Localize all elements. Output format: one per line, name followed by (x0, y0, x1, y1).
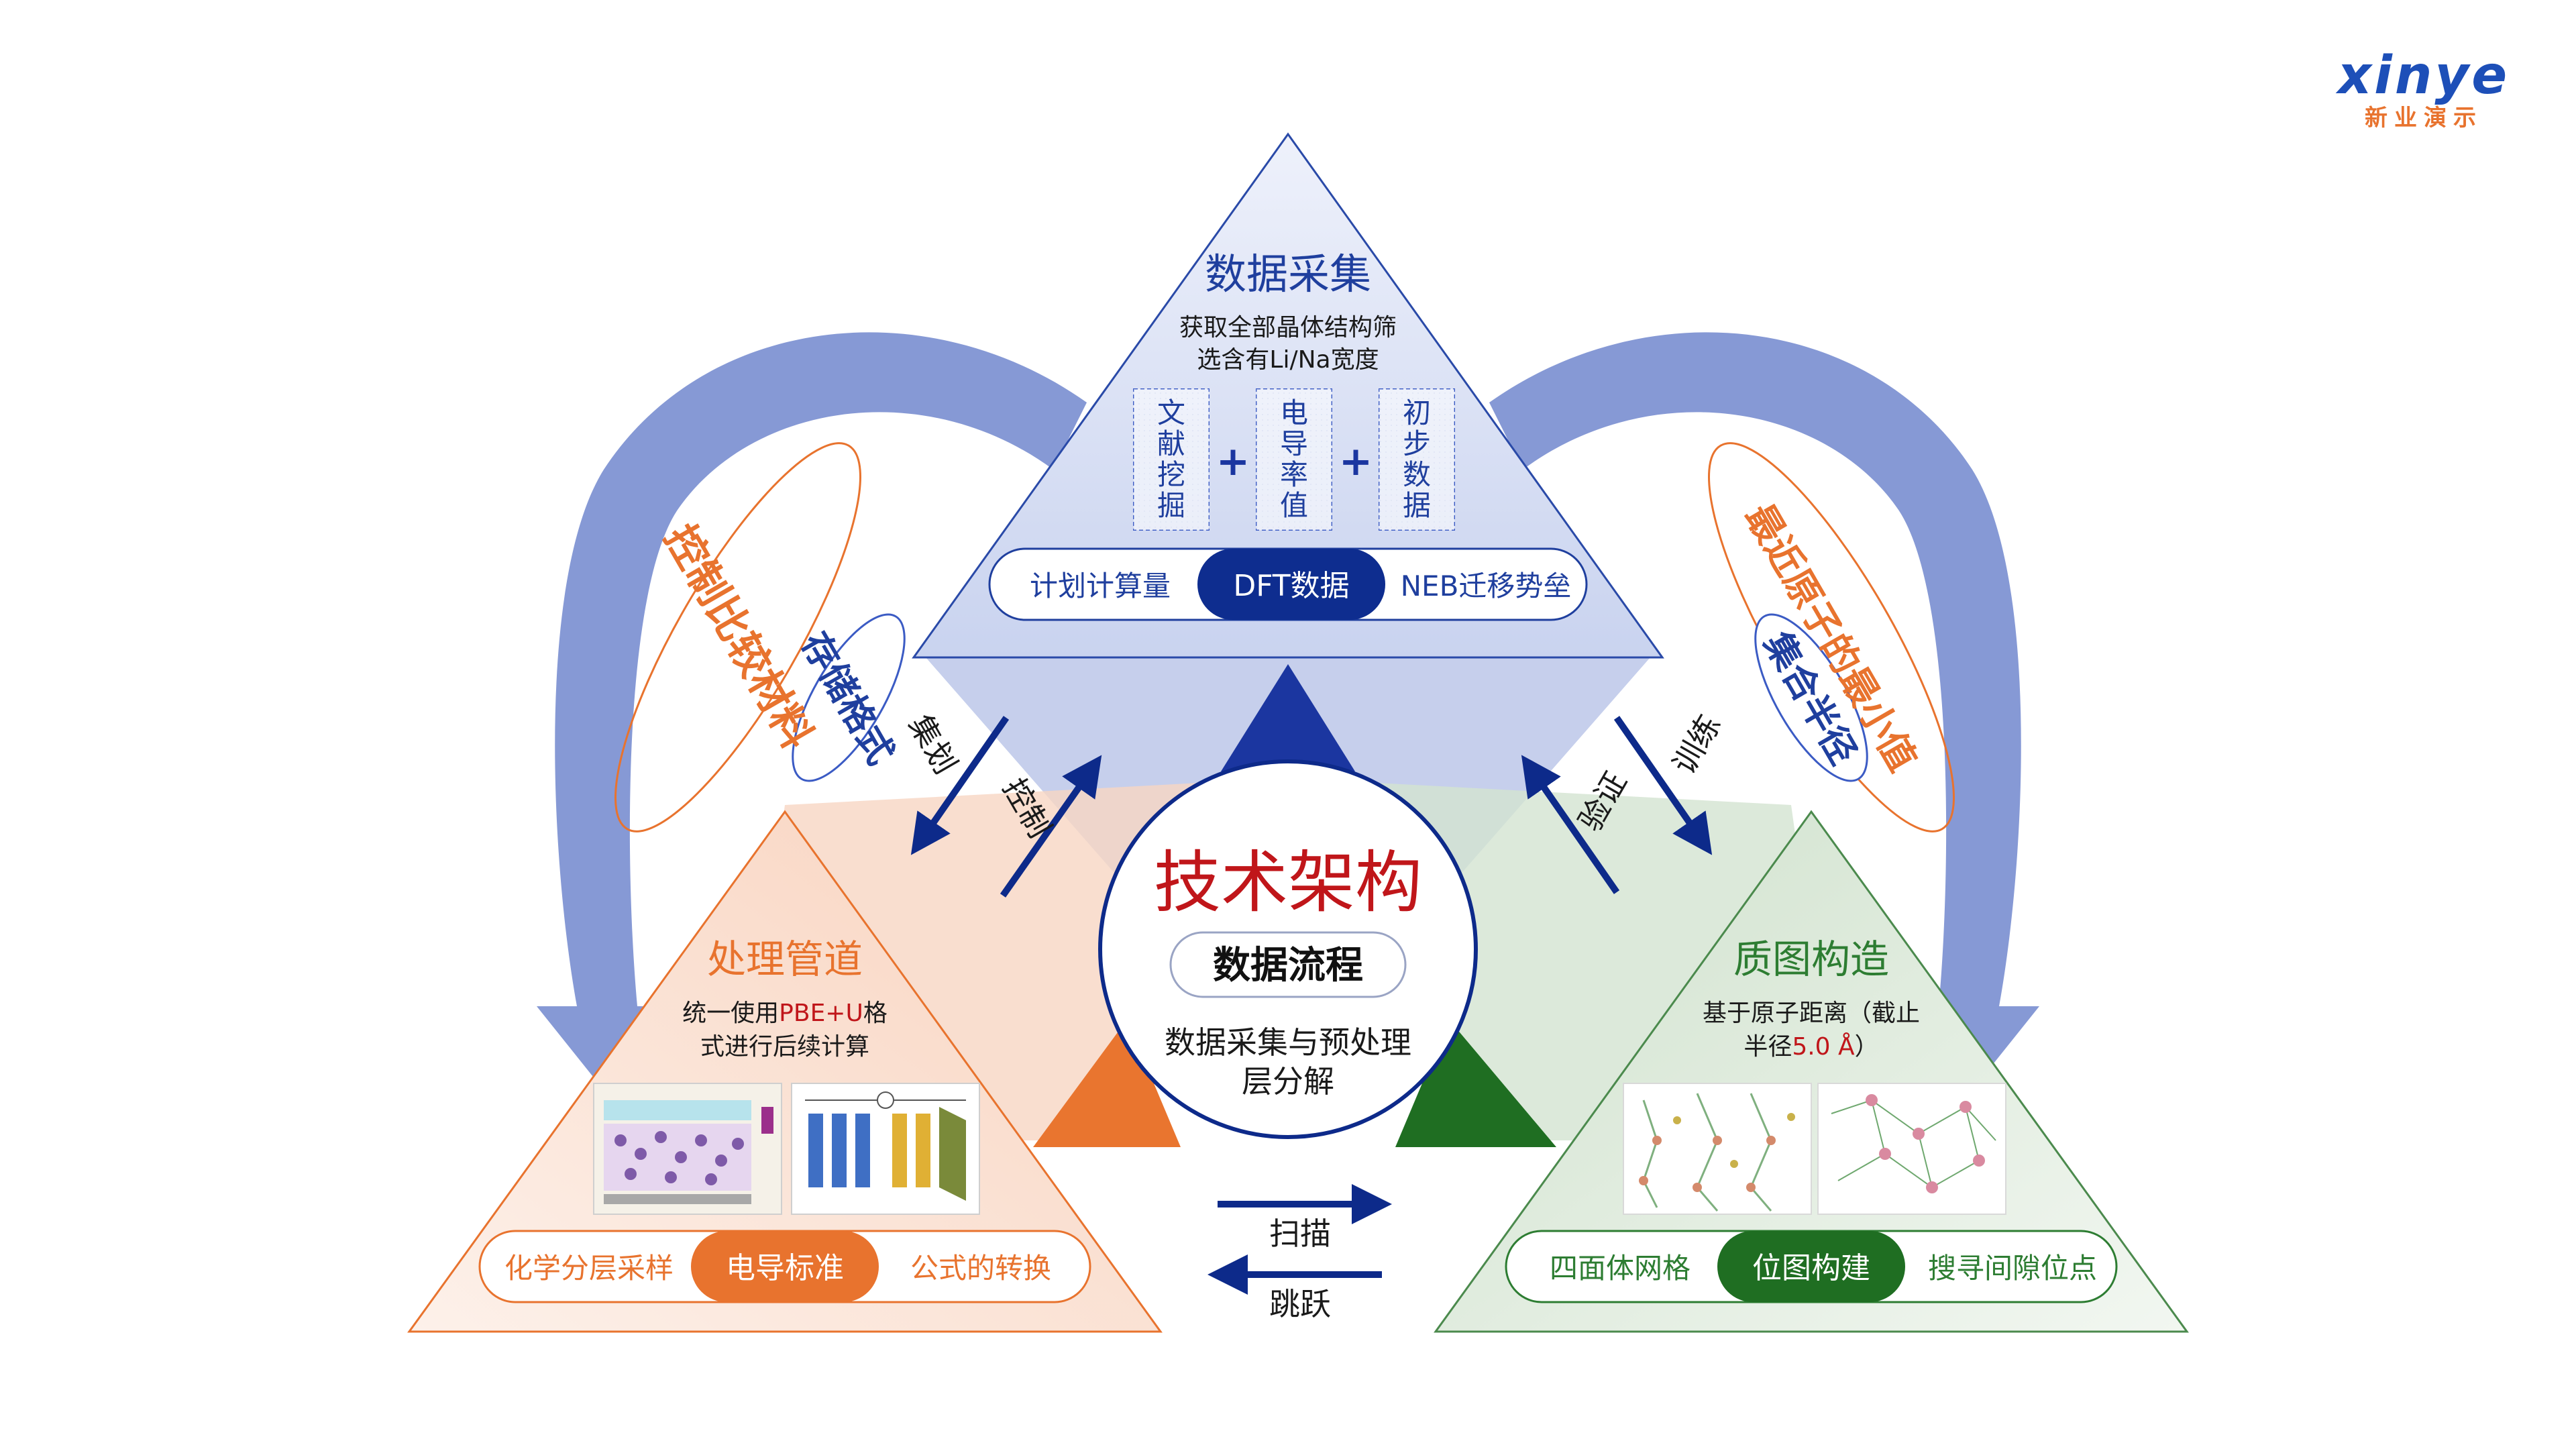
top-pill-right: NEB迁移势垒 (1401, 570, 1572, 602)
left-outer-label: 控制比较材料 (655, 517, 822, 757)
top-pill-left: 计划计算量 (1030, 570, 1171, 602)
top-card-1-text: 文献挖掘 (1157, 396, 1185, 522)
left-pill-bar: 化学分层采样 电导标准 公式的转换 (478, 1230, 1091, 1303)
right-image-lattice (1623, 1083, 1812, 1215)
right-pill-bar: 四面体网格 位图构建 搜寻间隙位点 (1505, 1230, 2118, 1303)
top-card-3-text: 初步数据 (1403, 396, 1431, 522)
left-image-battery (593, 1083, 782, 1215)
right-pill-left: 四面体网格 (1550, 1252, 1690, 1285)
top-desc-line2: 选含有Li/Na宽度 (1197, 346, 1379, 374)
plus-icon: + (1216, 438, 1250, 485)
right-pill-right: 搜寻间隙位点 (1928, 1252, 2097, 1285)
top-card-3: 初步数据 (1379, 388, 1455, 531)
left-outer-ellipse (614, 442, 861, 833)
bottom-arrow-label-a: 扫描 (1269, 1216, 1331, 1252)
top-card-2-text: 电导率值 (1280, 396, 1308, 522)
center-left-triangle (1033, 1020, 1181, 1147)
left-up-arrow (1000, 755, 1102, 898)
center-desc-line1: 数据采集与预处理 (1165, 1024, 1411, 1061)
right-pill-center: 位图构建 (1752, 1251, 1870, 1285)
brand-logo: xinye 新业演示 (2333, 47, 2514, 131)
top-title: 数据采集 (1205, 250, 1371, 299)
left-image-structure (791, 1083, 980, 1215)
left-pill-center: 电导标准 (726, 1251, 844, 1285)
left-desc-line1: 统一使用PBE+U格 (682, 1000, 888, 1027)
center-subtitle: 数据流程 (1213, 944, 1363, 987)
left-curved-arrow (537, 332, 1087, 1107)
left-inner-ellipse (792, 613, 906, 782)
top-desc-line1: 获取全部晶体结构筛 (1179, 314, 1397, 341)
center-desc-line2: 层分解 (1242, 1063, 1334, 1099)
right-inner-ellipse (1754, 613, 1868, 782)
top-card-1: 文献挖掘 (1133, 388, 1210, 531)
right-arrow-label-b: 训练 (1666, 708, 1728, 780)
left-arrow-label-a: 集划 (902, 708, 964, 780)
right-desc-line1: 基于原子距离（截止 (1703, 1000, 1920, 1027)
top-card-2: 电导率值 (1256, 388, 1332, 531)
left-title: 处理管道 (707, 936, 863, 982)
plus-icon: + (1339, 438, 1373, 485)
right-up-arrow (1521, 755, 1620, 894)
right-title: 质图构造 (1733, 936, 1889, 982)
center-title: 技术架构 (1154, 843, 1422, 922)
brand-logo-sub: 新业演示 (2365, 105, 2483, 131)
top-pill-center: DFT数据 (1233, 569, 1349, 603)
right-image-graph (1817, 1083, 2006, 1215)
right-curved-arrow (1489, 332, 2039, 1107)
brand-logo-word: xinye (2337, 46, 2510, 106)
center-subtitle-pill (1169, 931, 1407, 998)
left-desc-line2: 式进行后续计算 (700, 1033, 869, 1061)
left-down-arrow (910, 716, 1010, 855)
left-pill-right: 公式的转换 (910, 1252, 1051, 1285)
left-pill-left: 化学分层采样 (504, 1252, 674, 1285)
right-down-arrow (1613, 716, 1713, 855)
bottom-arrow-label-b: 跳跃 (1269, 1286, 1331, 1322)
right-desc-line2: 半径5.0 Å） (1743, 1032, 1878, 1061)
top-pill-bar: 计划计算量 DFT数据 NEB迁移势垒 (988, 547, 1588, 621)
center-top-triangle (1221, 664, 1355, 771)
